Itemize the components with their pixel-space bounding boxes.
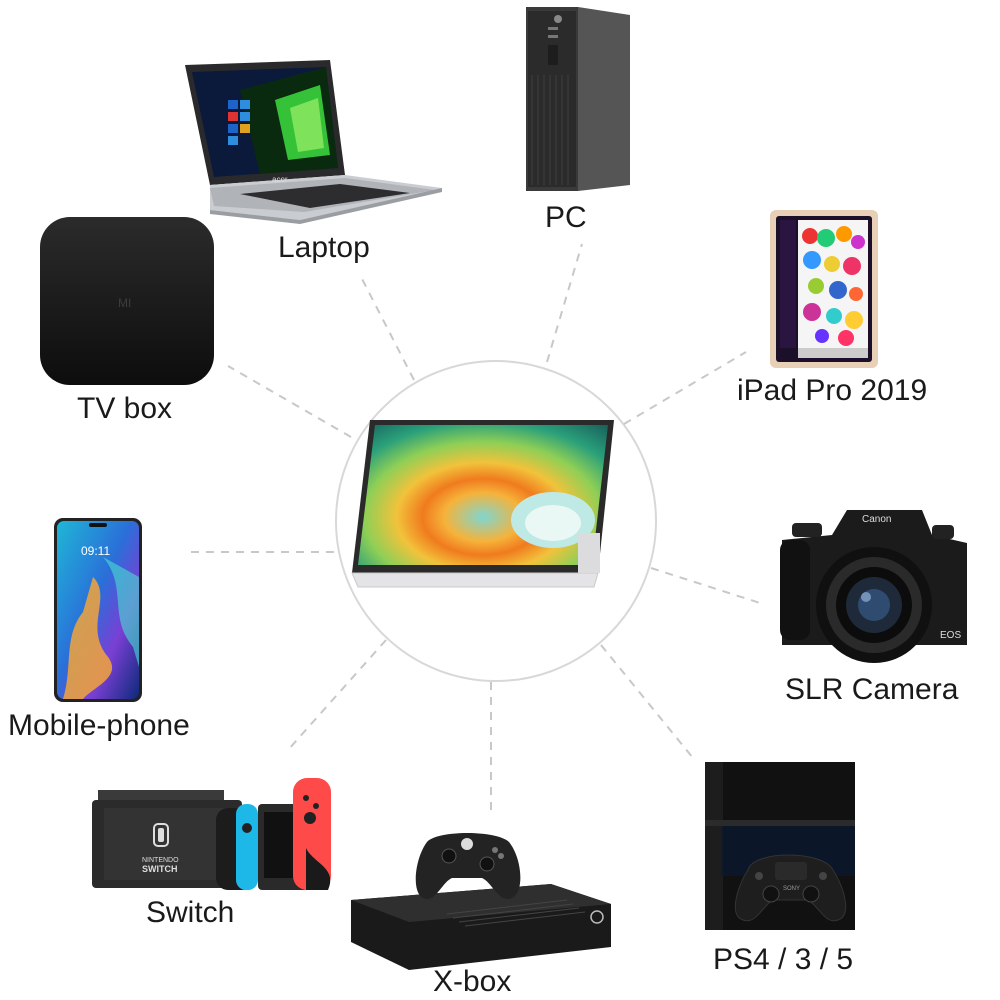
tvbox-logo: MI [118, 296, 131, 310]
ipad-image [770, 210, 878, 368]
phone-time: 09:11 [81, 544, 110, 558]
switch-image: NINTENDO SWITCH [92, 778, 331, 890]
xbox-label: X-box [433, 965, 512, 998]
switch-label: Switch [146, 896, 235, 929]
pc-image [526, 7, 630, 191]
laptop-brand: acer [272, 175, 288, 184]
laptop-image: acer [185, 60, 442, 224]
line-switch [287, 639, 387, 751]
phone-image: 09:11 [54, 518, 142, 702]
tvbox-label: TV box [77, 392, 173, 425]
line-camera [650, 567, 761, 604]
ipad-label: iPad Pro 2019 [737, 374, 928, 407]
xbox-image [351, 833, 611, 970]
line-pc [546, 243, 583, 363]
camera-model: EOS [940, 630, 961, 641]
phone-label: Mobile-phone [8, 709, 190, 742]
ps-brand: SONY [783, 886, 800, 892]
line-ipad [623, 351, 747, 425]
pc-label: PC [545, 201, 587, 234]
ps-image: SONY [705, 762, 855, 930]
switch-logo-line2: SWITCH [142, 864, 178, 874]
portable-monitor-image [351, 420, 614, 588]
switch-logo-line1: NINTENDO [142, 857, 179, 864]
camera-label: SLR Camera [785, 673, 959, 706]
camera-image: Canon EOS [780, 510, 967, 663]
laptop-label: Laptop [278, 231, 370, 264]
line-ps [600, 644, 694, 759]
line-laptop [359, 274, 415, 381]
tvbox-image: MI [40, 217, 214, 385]
camera-brand: Canon [862, 514, 891, 525]
center-circle [335, 360, 657, 682]
line-tvbox [227, 365, 352, 438]
ps-label: PS4 / 3 / 5 [713, 943, 854, 976]
